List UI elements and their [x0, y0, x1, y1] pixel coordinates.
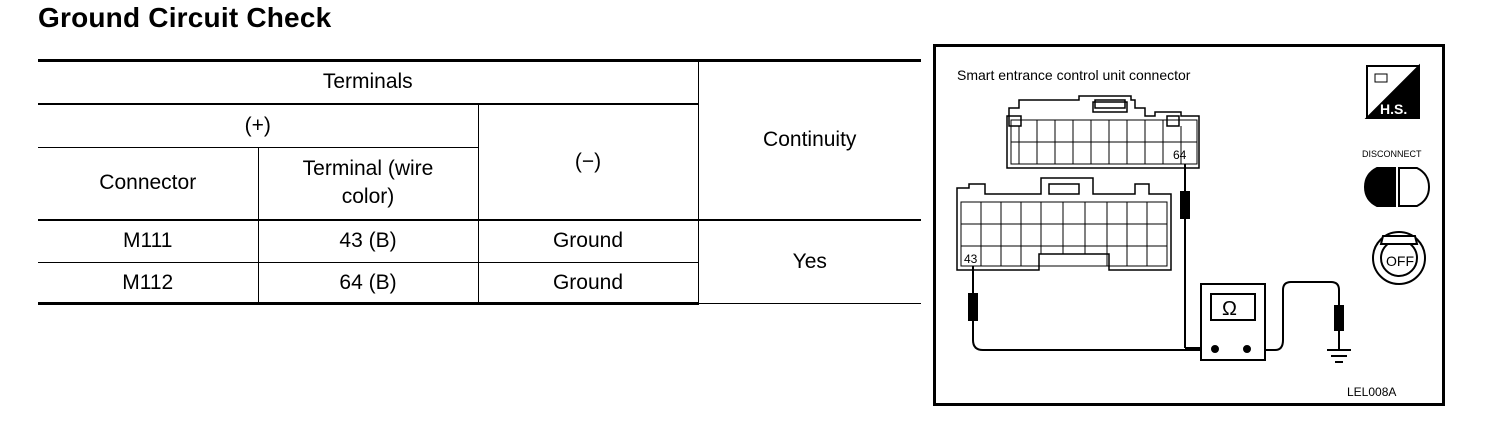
ground-circuit-table: Terminals Continuity (+) (−) Connector T… [38, 59, 921, 305]
pin-64-label: 64 [1173, 148, 1187, 162]
pin-43-label: 43 [964, 252, 978, 266]
hs-label: H.S. [1380, 101, 1407, 117]
header-terminal-label: Terminal (wire color) [302, 157, 434, 209]
row-1-connector: M111 [38, 218, 259, 263]
ignition-off-icon [1372, 231, 1426, 285]
row-1-terminal: 43 (B) [257, 218, 479, 263]
continuity-value: Yes [697, 218, 921, 304]
figure-caption: Smart entrance control unit connector [957, 67, 1191, 83]
header-terminal: Terminal (wire color) [257, 147, 478, 220]
figure-code: LEL008A [1347, 385, 1396, 399]
row-2-terminal: 64 (B) [257, 262, 479, 305]
off-label: OFF [1386, 253, 1414, 269]
row-2-connector: M112 [38, 262, 259, 305]
ohm-symbol: Ω [1222, 298, 1237, 320]
header-connector: Connector [38, 147, 259, 220]
row-2-minus: Ground [477, 262, 698, 305]
ohmmeter [1200, 283, 1266, 361]
disconnect-icon [1363, 167, 1431, 207]
hs-icon [1364, 63, 1420, 119]
header-minus: (−) [477, 103, 698, 220]
row-1-minus: Ground [477, 218, 699, 263]
probe-wires [968, 164, 1351, 363]
upper-connector-grid [1010, 119, 1198, 165]
connector-diagram-svg: Smart entrance control unit connector 64 [933, 44, 1445, 406]
header-terminals: Terminals [38, 59, 699, 105]
header-continuity: Continuity [697, 59, 921, 220]
disconnect-label: DISCONNECT [1362, 149, 1422, 159]
lower-connector-grid [960, 201, 1168, 267]
connector-diagram: Smart entrance control unit connector 64 [933, 44, 1445, 406]
header-plus: (+) [38, 103, 479, 148]
page-title: Ground Circuit Check [38, 2, 332, 33]
